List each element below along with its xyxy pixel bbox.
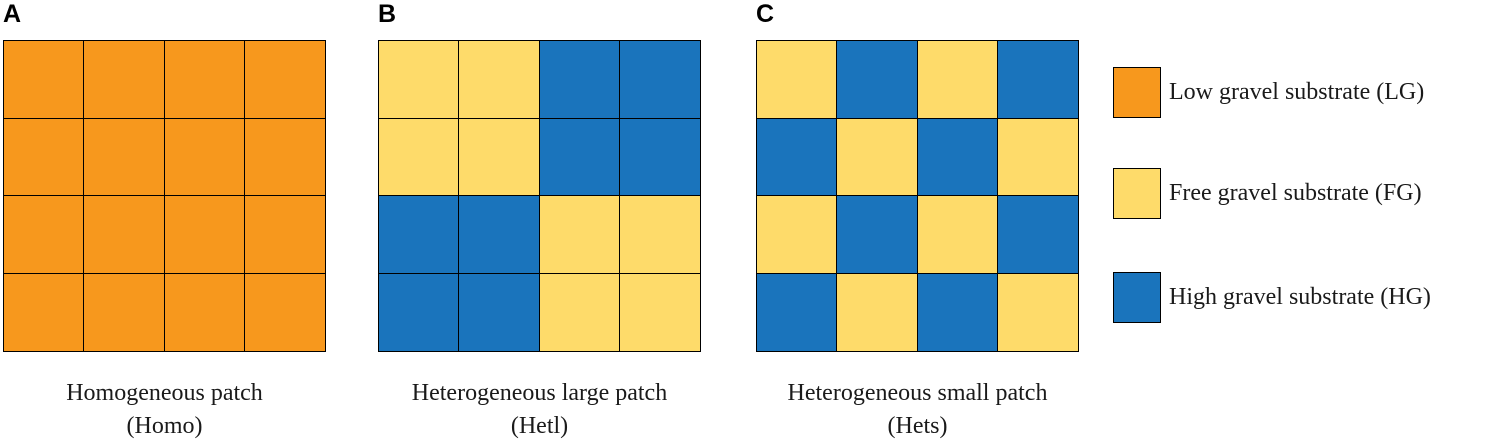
- grid-cell-hg: [539, 41, 620, 119]
- grid-cell-fg: [837, 118, 918, 196]
- legend-label-hg: High gravel substrate (HG): [1169, 284, 1431, 310]
- grid-cell-lg: [84, 196, 165, 274]
- grid-cell-lg: [244, 118, 325, 196]
- grid-cell-fg: [379, 118, 460, 196]
- grid-cell-hg: [917, 118, 998, 196]
- grid-cell-lg: [164, 196, 245, 274]
- grid-cell-lg: [4, 41, 85, 119]
- panel-c-caption: Heterogeneous small patch (Hets): [756, 377, 1079, 443]
- grid-cell-lg: [84, 41, 165, 119]
- grid-cell-hg: [837, 41, 918, 119]
- legend-label-lg: Low gravel substrate (LG): [1169, 79, 1425, 105]
- grid-cell-fg: [917, 41, 998, 119]
- grid-cell-fg: [757, 41, 838, 119]
- legend-swatch-hg: [1113, 272, 1161, 323]
- panel-b-caption-line1: Heterogeneous large patch: [411, 380, 668, 406]
- grid-cell-hg: [379, 196, 460, 274]
- panel-c-grid: [756, 40, 1079, 352]
- grid-cell-fg: [379, 41, 460, 119]
- panel-a-grid: [3, 40, 326, 352]
- grid-cell-lg: [244, 273, 325, 351]
- panel-c-caption-line2: (Hets): [887, 413, 948, 439]
- grid-cell-lg: [4, 196, 85, 274]
- panel-b-caption: Heterogeneous large patch (Hetl): [378, 377, 701, 443]
- panel-b-grid: [378, 40, 701, 352]
- grid-cell-hg: [917, 273, 998, 351]
- grid-cell-lg: [84, 273, 165, 351]
- grid-cell-fg: [757, 196, 838, 274]
- grid-cell-fg: [917, 196, 998, 274]
- panel-a-caption-line2: (Homo): [126, 413, 203, 439]
- grid-cell-hg: [459, 196, 540, 274]
- grid-cell-fg: [539, 273, 620, 351]
- grid-cell-fg: [459, 118, 540, 196]
- grid-cell-fg: [997, 273, 1078, 351]
- grid-cell-lg: [244, 196, 325, 274]
- grid-cell-hg: [757, 273, 838, 351]
- legend-swatch-lg: [1113, 67, 1161, 118]
- grid-cell-lg: [84, 118, 165, 196]
- grid-cell-hg: [379, 273, 460, 351]
- panel-b-caption-line2: (Hetl): [510, 413, 569, 439]
- grid-cell-fg: [539, 196, 620, 274]
- panel-a-caption-line1: Homogeneous patch: [66, 380, 263, 406]
- grid-cell-hg: [997, 196, 1078, 274]
- grid-cell-hg: [539, 118, 620, 196]
- legend-label-fg: Free gravel substrate (FG): [1169, 180, 1422, 206]
- grid-cell-lg: [164, 118, 245, 196]
- grid-cell-fg: [997, 118, 1078, 196]
- grid-cell-lg: [244, 41, 325, 119]
- panel-b-letter: B: [378, 0, 397, 28]
- grid-cell-hg: [997, 41, 1078, 119]
- panel-c-letter: C: [756, 0, 775, 28]
- grid-cell-fg: [837, 273, 918, 351]
- grid-cell-hg: [837, 196, 918, 274]
- grid-cell-hg: [619, 41, 700, 119]
- panel-a-caption: Homogeneous patch (Homo): [3, 377, 326, 443]
- legend-swatch-fg: [1113, 168, 1161, 219]
- grid-cell-fg: [619, 273, 700, 351]
- panel-a-letter: A: [3, 0, 22, 28]
- panel-c-caption-line1: Heterogeneous small patch: [787, 380, 1048, 406]
- grid-cell-fg: [459, 41, 540, 119]
- grid-cell-lg: [4, 118, 85, 196]
- grid-cell-hg: [757, 118, 838, 196]
- grid-cell-lg: [164, 273, 245, 351]
- grid-cell-lg: [164, 41, 245, 119]
- grid-cell-fg: [619, 196, 700, 274]
- grid-cell-hg: [619, 118, 700, 196]
- grid-cell-lg: [4, 273, 85, 351]
- grid-cell-hg: [459, 273, 540, 351]
